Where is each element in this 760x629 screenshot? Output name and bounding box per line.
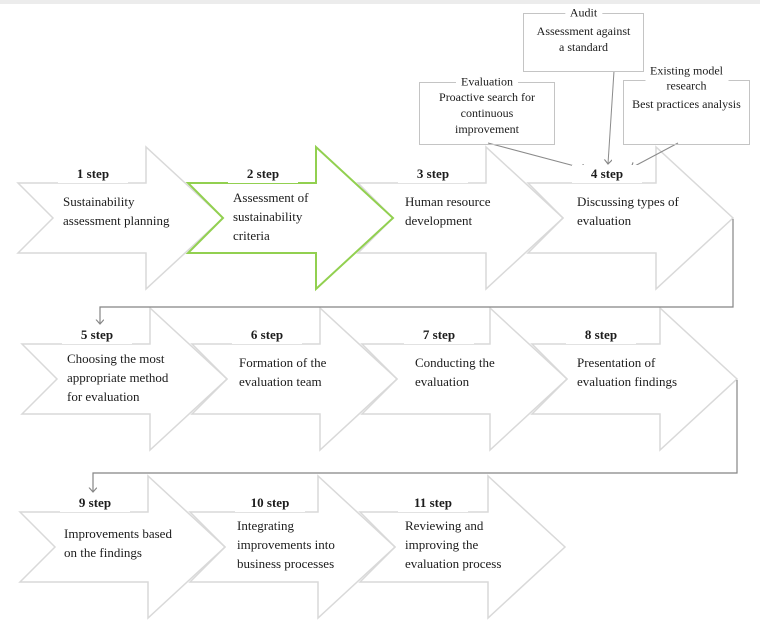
- step-11-label: 11 step: [398, 494, 468, 512]
- step-5-chevron: [20, 306, 229, 452]
- step-3-label: 3 step: [398, 165, 468, 183]
- evaluation-callout-title: Evaluation: [456, 74, 518, 90]
- step-8-label: 8 step: [566, 326, 636, 344]
- step-11-description: Reviewing and improving the evaluation p…: [405, 516, 501, 573]
- step-5-desc-line: appropriate method: [67, 370, 169, 385]
- existing-model-callout-title: Existing model research: [645, 63, 728, 94]
- step-11-chevron: [358, 474, 567, 620]
- step-11-desc-line: improving the: [405, 537, 479, 552]
- step-6-desc-line: evaluation team: [239, 374, 322, 389]
- step-4-description: Discussing types of evaluation: [577, 192, 679, 230]
- step-4-chevron: [526, 145, 735, 291]
- step-8-desc-line: Presentation of: [577, 355, 656, 370]
- step-10-desc-line: business processes: [237, 556, 335, 571]
- step-3-description: Human resource development: [405, 192, 491, 230]
- step-6-chevron: [190, 306, 399, 452]
- step-1-chevron: [16, 145, 225, 291]
- step-5-desc-line: for evaluation: [67, 389, 140, 404]
- step-9-desc-line: Improvements based: [64, 526, 172, 541]
- evaluation-callout-arrow: [487, 142, 586, 169]
- audit-callout-arrow: [608, 70, 615, 164]
- step-4-label: 4 step: [572, 165, 642, 183]
- step-7-label: 7 step: [404, 326, 474, 344]
- step-11-desc-line: evaluation process: [405, 556, 502, 571]
- existing-model-title-line: Existing model: [650, 63, 723, 78]
- step-1-label: 1 step: [58, 165, 128, 183]
- existing-model-title-line: research: [666, 78, 707, 93]
- evaluation-content-line: continuous: [460, 106, 514, 120]
- audit-content-line: Assessment against: [536, 24, 631, 38]
- existing-model-callout-content: Best practices analysis: [624, 96, 749, 112]
- step-7-chevron: [360, 306, 569, 452]
- existing-model-callout-arrow: [631, 142, 679, 168]
- step-7-description: Conducting the evaluation: [415, 353, 495, 391]
- step-2-desc-line: criteria: [233, 228, 270, 243]
- step-9-desc-line: on the findings: [64, 545, 142, 560]
- step-9-label: 9 step: [60, 494, 130, 512]
- step-2-chevron-highlighted: [185, 144, 395, 292]
- row2-to-row3-connector: [93, 380, 738, 492]
- step-6-description: Formation of the evaluation team: [239, 353, 326, 391]
- step-2-desc-line: Assessment of: [233, 190, 309, 205]
- row-connectors: [93, 219, 738, 492]
- step-6-label: 6 step: [232, 326, 302, 344]
- step-7-desc-line: evaluation: [415, 374, 470, 389]
- step-7-desc-line: Conducting the: [415, 355, 495, 370]
- evaluation-title-line: Evaluation: [461, 74, 513, 89]
- evaluation-content-line: Proactive search for: [439, 90, 535, 104]
- audit-callout-title: Audit: [564, 5, 603, 21]
- step-1-desc-line: Sustainability: [63, 194, 135, 209]
- step-9-chevron: [18, 474, 227, 620]
- audit-callout-content: Assessment against a standard: [524, 23, 643, 55]
- step-2-description: Assessment of sustainability criteria: [233, 188, 308, 245]
- existing-model-callout-box: Existing model research Best practices a…: [623, 63, 750, 145]
- step-2-label: 2 step: [228, 165, 298, 183]
- step-2-desc-line: sustainability: [233, 209, 303, 224]
- step-4-desc-line: Discussing types of: [577, 194, 679, 209]
- step-1-desc-line: assessment planning: [63, 213, 170, 228]
- step-10-chevron: [188, 474, 397, 620]
- evaluation-callout-content: Proactive search for continuous improvem…: [420, 89, 554, 137]
- step-8-chevron: [530, 306, 739, 452]
- audit-content-line: a standard: [559, 40, 608, 54]
- step-chevrons: [16, 144, 739, 620]
- existing-model-content-line: Best practices analysis: [632, 97, 741, 111]
- step-4-desc-line: evaluation: [577, 213, 632, 228]
- step-8-description: Presentation of evaluation findings: [577, 353, 677, 391]
- row1-to-row2-connector: [100, 219, 734, 324]
- audit-title-line: Audit: [569, 5, 598, 20]
- step-1-description: Sustainability assessment planning: [63, 192, 170, 230]
- step-10-desc-line: Integrating: [237, 518, 295, 533]
- step-9-description: Improvements based on the findings: [64, 524, 172, 562]
- step-3-desc-line: Human resource: [405, 194, 491, 209]
- step-3-desc-line: development: [405, 213, 473, 228]
- step-11-desc-line: Reviewing and: [405, 518, 484, 533]
- step-6-desc-line: Formation of the: [239, 355, 327, 370]
- step-5-description: Choosing the most appropriate method for…: [67, 349, 168, 406]
- step-10-description: Integrating improvements into business p…: [237, 516, 335, 573]
- evaluation-callout-box: Evaluation Proactive search for continuo…: [419, 74, 555, 145]
- step-5-label: 5 step: [62, 326, 132, 344]
- evaluation-content-line: improvement: [455, 122, 519, 136]
- step-10-label: 10 step: [235, 494, 305, 512]
- step-10-desc-line: improvements into: [237, 537, 335, 552]
- audit-callout-box: Audit Assessment against a standard: [523, 5, 644, 72]
- step-5-desc-line: Choosing the most: [67, 351, 165, 366]
- top-border-band: [0, 0, 760, 4]
- step-8-desc-line: evaluation findings: [577, 374, 678, 389]
- callout-arrows: [487, 70, 679, 169]
